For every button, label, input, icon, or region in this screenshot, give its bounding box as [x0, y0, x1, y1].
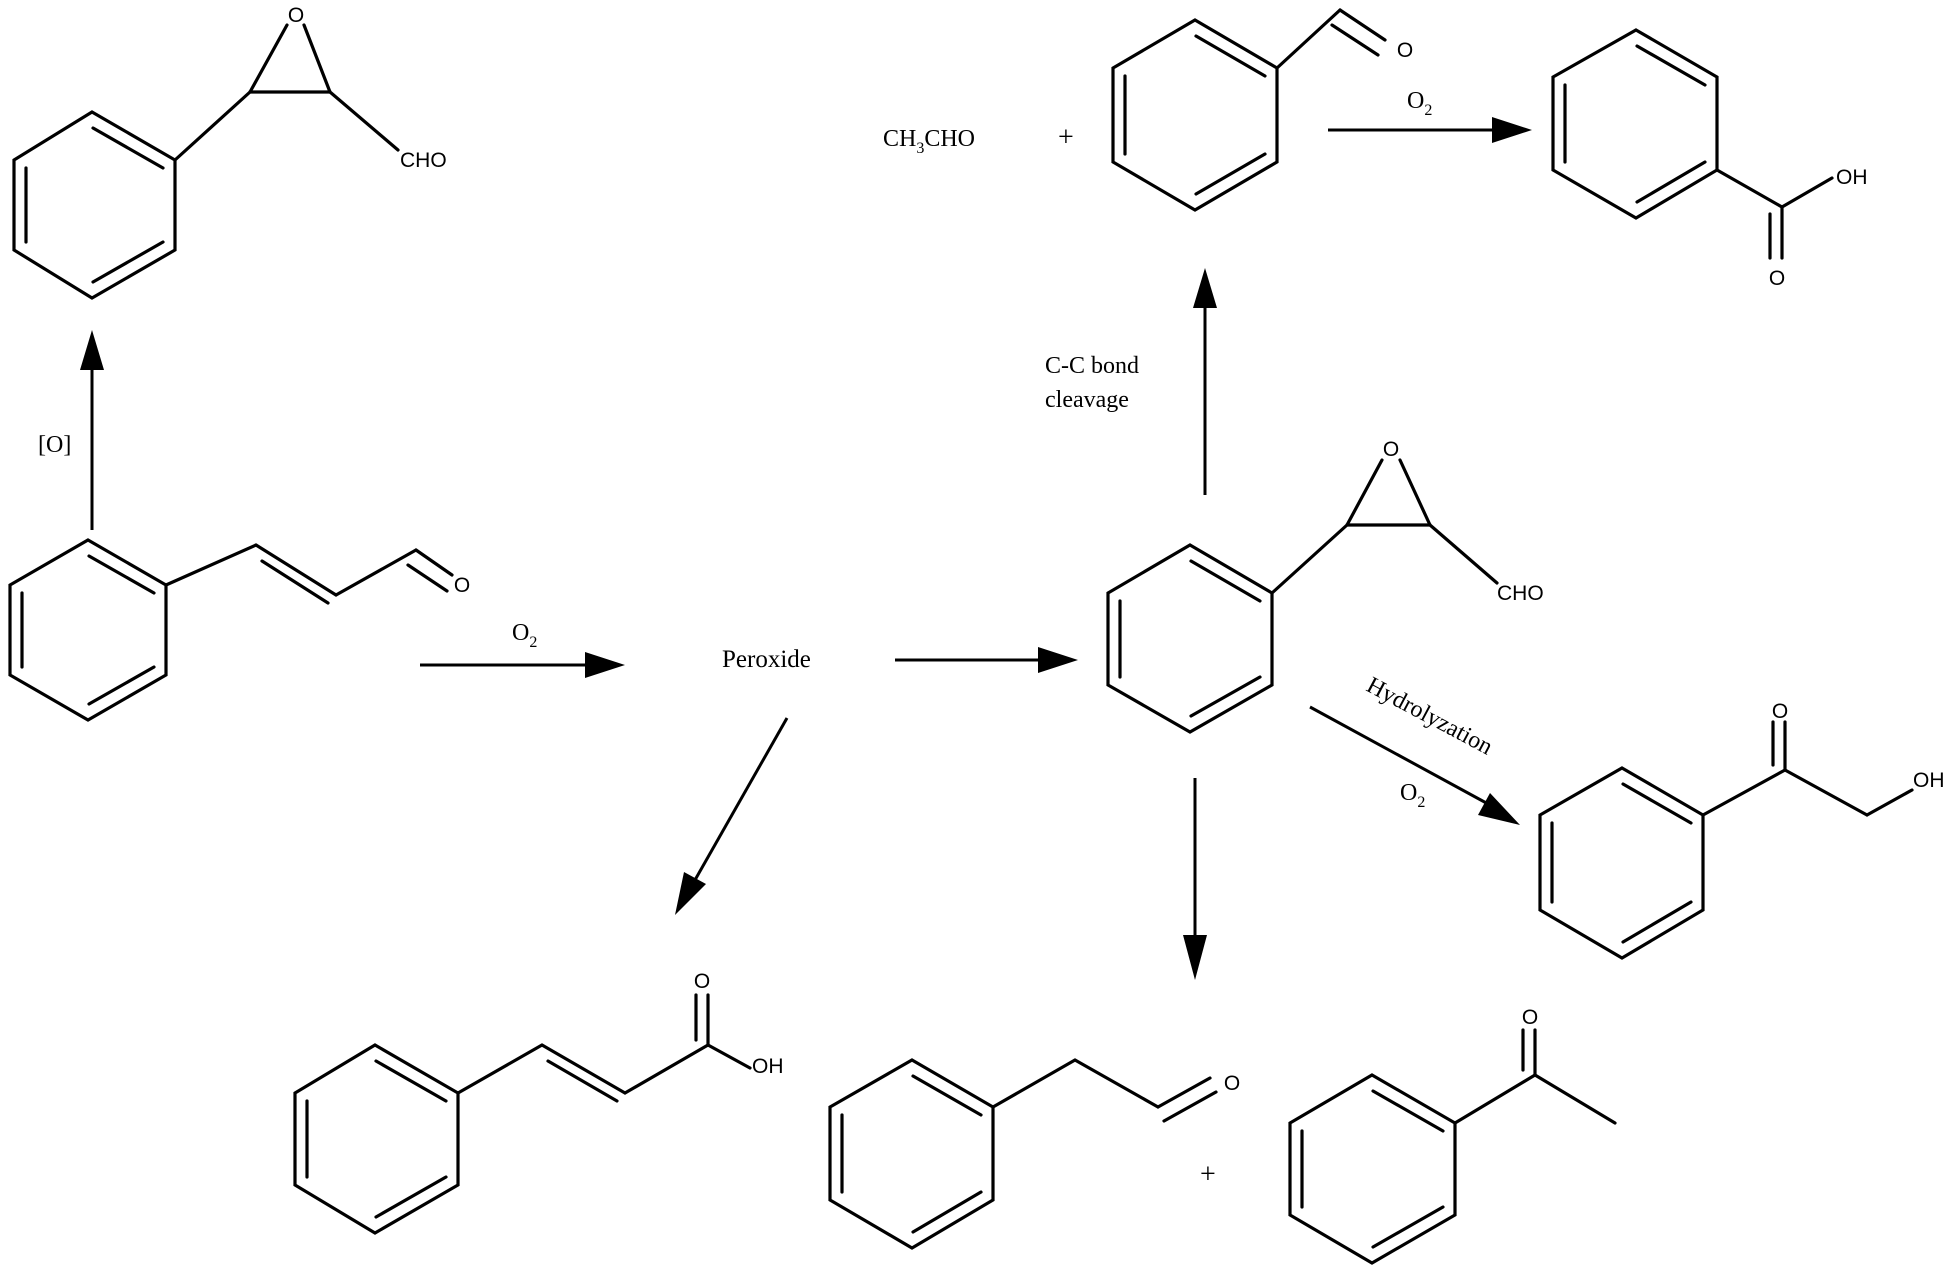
- benzene-ring: [8, 538, 168, 722]
- carbonyl-oxygen-label: O: [1224, 1072, 1240, 1095]
- molecule-phenylacetaldehyde: O: [828, 1058, 1240, 1250]
- carbonyl-oxygen-label: O: [694, 970, 710, 993]
- molecule-cinnamaldehyde: O: [8, 538, 470, 722]
- cho-label: CHO: [400, 149, 447, 172]
- oxidation-label: [O]: [38, 432, 71, 458]
- arrow-o2-to-benzoic-acid: O2: [1328, 88, 1532, 143]
- carbonyl-oxygen-label: O: [1522, 1006, 1538, 1029]
- benzene-ring: [12, 110, 177, 300]
- molecule-cinnamic-acid: O OH: [293, 970, 784, 1235]
- hydroxyl-label: OH: [752, 1055, 784, 1078]
- benzene-ring: [1551, 28, 1719, 220]
- cc-bond-label: C-C bond: [1045, 353, 1139, 379]
- arrow-oxidation: [O]: [38, 330, 104, 530]
- arrow-epoxide-down: [1183, 778, 1207, 980]
- benzene-ring: [828, 1058, 995, 1250]
- peroxide-label: Peroxide: [722, 646, 811, 673]
- molecule-benzoic-acid: OH O: [1551, 28, 1868, 290]
- o2-label: O2: [512, 620, 537, 651]
- epoxide-oxygen-label: O: [288, 4, 304, 27]
- epoxide-oxygen-label: O: [1383, 438, 1399, 461]
- molecule-benzaldehyde: O: [1111, 8, 1413, 212]
- plus-sign: +: [1058, 122, 1074, 153]
- hydroxyl-label: OH: [1836, 166, 1868, 189]
- molecule-epoxide-center: O CHO: [1106, 438, 1544, 734]
- cho-label: CHO: [1497, 582, 1544, 605]
- carbonyl-oxygen-label: O: [1769, 267, 1785, 290]
- o2-label: O2: [1407, 88, 1432, 119]
- molecule-hydroxyacetophenone: O OH: [1538, 700, 1945, 960]
- benzene-ring: [1538, 766, 1705, 960]
- benzene-ring: [1288, 1073, 1457, 1265]
- arrow-hydrolyzation: Hydrolyzation O2: [1309, 672, 1520, 825]
- arrow-peroxide-to-epoxide: [895, 647, 1078, 673]
- benzene-ring: [293, 1043, 460, 1235]
- molecule-acetophenone: O: [1288, 1006, 1617, 1265]
- carbonyl-oxygen-label: O: [454, 574, 470, 597]
- carbonyl-oxygen-label: O: [1772, 700, 1788, 723]
- carbonyl-oxygen-label: O: [1397, 39, 1413, 62]
- plus-sign: +: [1200, 1159, 1216, 1190]
- o2-label: O2: [1400, 780, 1425, 811]
- arrow-o2-to-peroxide: O2: [420, 620, 625, 678]
- benzene-ring: [1111, 18, 1279, 212]
- acetaldehyde-label: CH3CHO: [883, 126, 975, 157]
- molecule-epoxide-top-left: O CHO: [12, 4, 447, 300]
- cleavage-label: cleavage: [1045, 387, 1129, 413]
- arrow-peroxide-to-cinnamic-acid: [675, 717, 789, 915]
- benzene-ring: [1106, 543, 1274, 734]
- hydroxyl-label: OH: [1913, 769, 1945, 792]
- arrow-cc-cleavage: C-C bond cleavage: [1045, 268, 1217, 495]
